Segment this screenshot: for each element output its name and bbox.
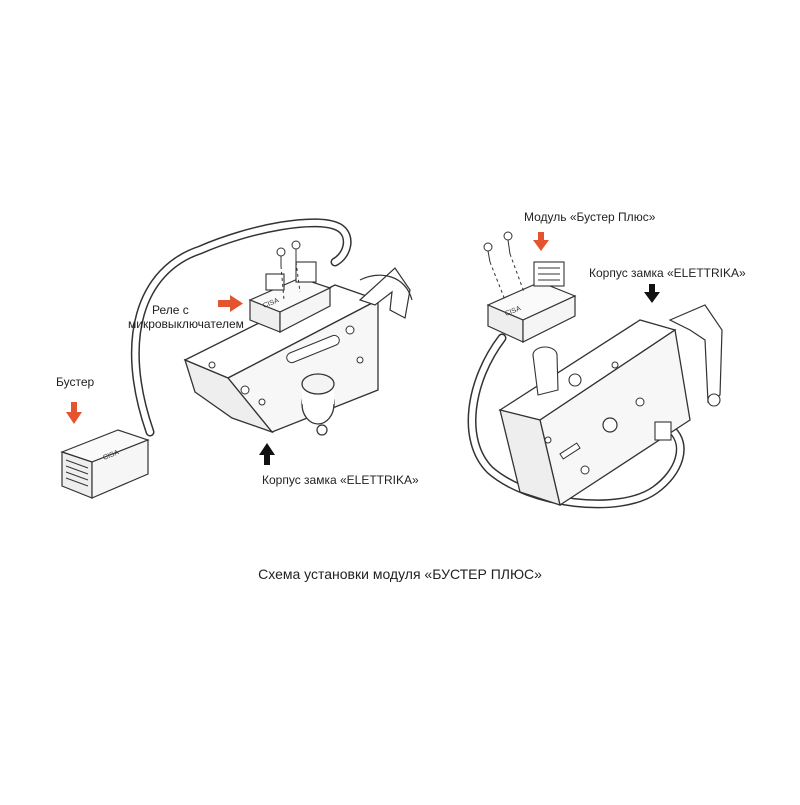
screw-icon <box>276 240 301 301</box>
relay-module: CISA <box>248 261 332 333</box>
arrow-up-icon <box>259 443 275 465</box>
diagram-caption: Схема установки модуля «БУСТЕР ПЛЮС» <box>258 566 542 582</box>
booster-plus-module: CISA <box>486 261 577 343</box>
left-cable <box>130 218 352 437</box>
module-booster-plus-label: Модуль «Бустер Плюс» <box>524 210 656 224</box>
right-lock-body <box>498 304 723 507</box>
arrow-down-icon <box>644 284 660 303</box>
booster-pins <box>65 459 89 487</box>
booster-module: CISA <box>60 429 150 499</box>
booster-label: Бустер <box>56 375 95 389</box>
arrow-right-icon <box>218 295 243 312</box>
screw-icon <box>483 231 525 301</box>
relay-label-line1: Реле с <box>152 303 189 317</box>
arrow-down-icon <box>66 402 82 424</box>
lock-body-right-label: Корпус замка «ELETTRIKA» <box>589 266 746 280</box>
relay-label-line2: микровыключателем <box>128 317 244 331</box>
lock-body-left-label: Корпус замка «ELETTRIKA» <box>262 473 419 487</box>
arrow-down-icon <box>533 232 549 251</box>
